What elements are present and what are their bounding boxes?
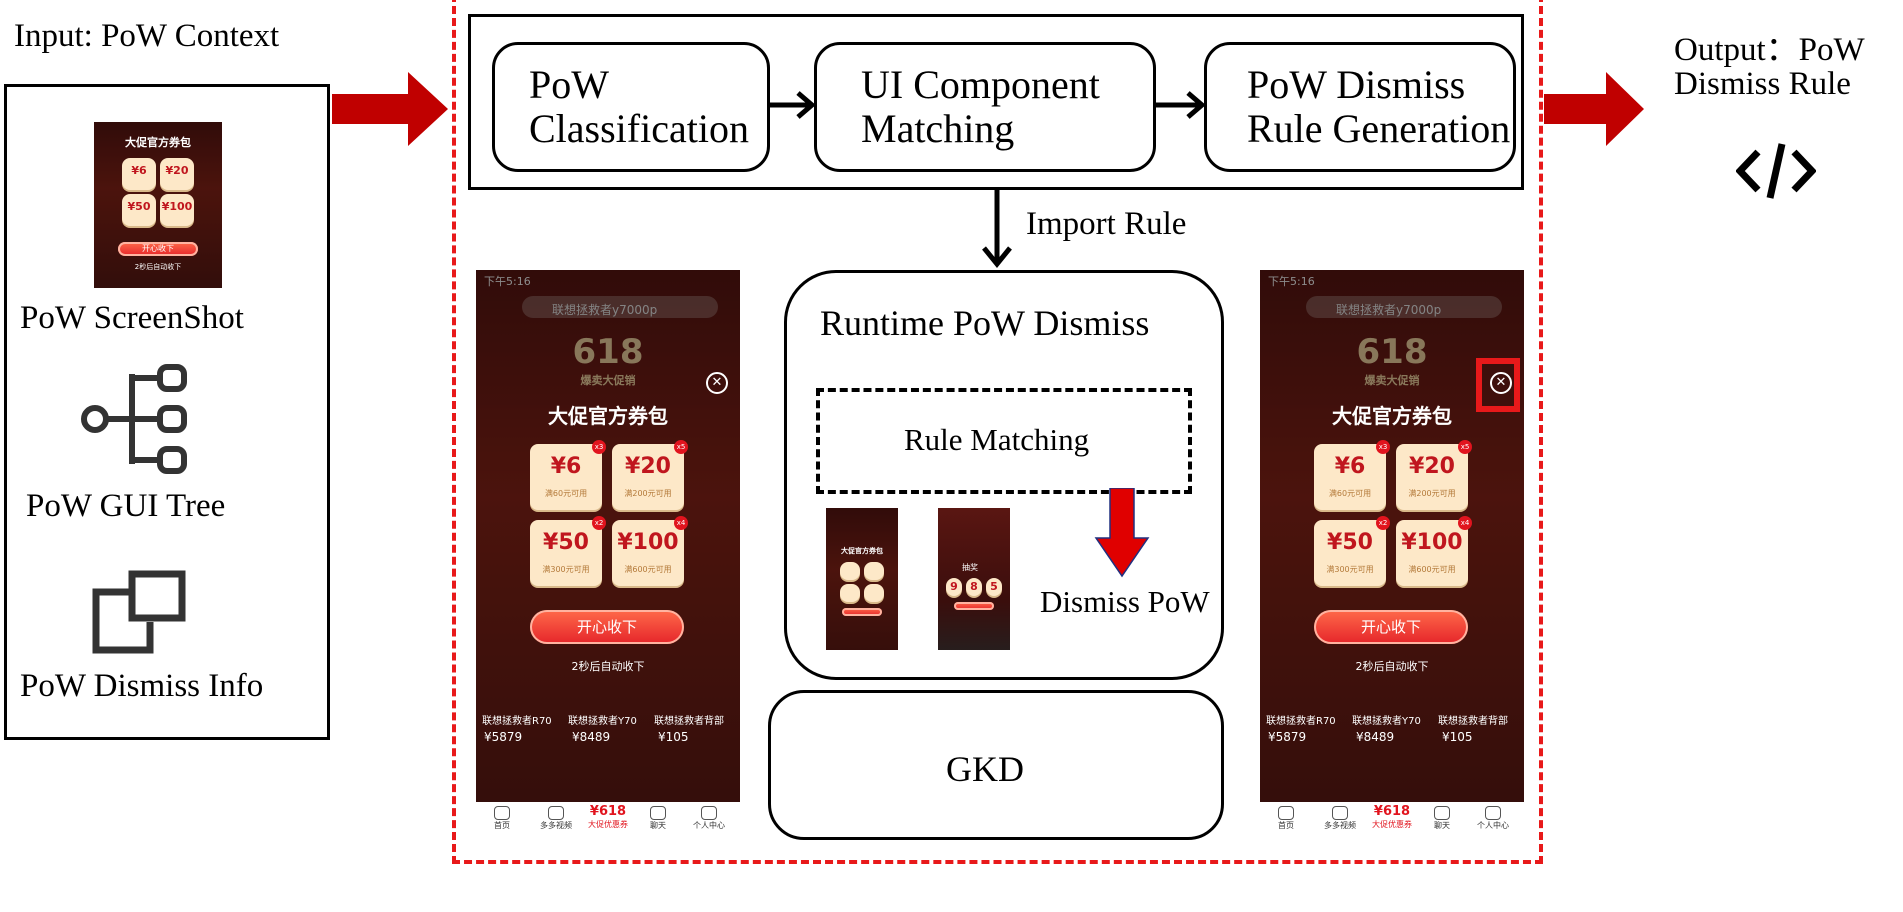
- gkd-box: [768, 690, 1224, 840]
- dismiss-info-label: PoW Dismiss Info: [20, 668, 264, 704]
- tab-home[interactable]: 首页: [484, 806, 520, 831]
- runtime-box: [784, 270, 1224, 680]
- output-line1: Output：PoW: [1674, 32, 1865, 68]
- status-bar: 下午5:16: [484, 275, 531, 288]
- tab-profile[interactable]: 个人中心: [684, 806, 734, 831]
- popup-title: 大促官方券包: [548, 404, 668, 428]
- thumb2-title: 抽奖: [962, 563, 978, 572]
- phone-before: 下午5:16 联想拯救者y7000p 618 爆卖大促销 ✕ 大促官方券包 ¥6…: [476, 270, 740, 836]
- tab-video[interactable]: 多多视频: [534, 806, 578, 831]
- accept-button[interactable]: 开心收下: [1314, 610, 1468, 644]
- input-title: Input: PoW Context: [14, 18, 280, 54]
- thumb-coupon: ¥50: [122, 194, 156, 226]
- gui-tree-icon: [81, 364, 187, 474]
- close-icon[interactable]: ✕: [1490, 372, 1512, 394]
- thumb-coupon: ¥100: [160, 194, 194, 226]
- import-rule-arrow: [982, 190, 1012, 268]
- thumb-cta: 开心收下: [118, 242, 198, 256]
- coupon-card[interactable]: ¥100 满600元可用 x4: [1396, 516, 1472, 586]
- dismiss-target-highlight: [1476, 358, 1520, 412]
- coupon-card[interactable]: ¥6 满60元可用 x3: [530, 440, 606, 510]
- banner-618: 618: [1356, 332, 1428, 372]
- status-bar: 下午5:16: [1268, 275, 1315, 288]
- thumb-popup-title: 大促官方券包: [125, 136, 191, 149]
- screenshot-label: PoW ScreenShot: [20, 300, 244, 336]
- input-arrow: [332, 72, 448, 146]
- tab-video[interactable]: 多多视频: [1318, 806, 1362, 831]
- thumb-coupon: ¥20: [160, 158, 194, 190]
- product-label: 联想拯救者背部: [1438, 716, 1508, 727]
- coupon-card[interactable]: ¥50 满300元可用 x2: [1314, 516, 1390, 586]
- runtime-thumb-dismissed: 抽奖 9 8 5: [938, 508, 1010, 664]
- accept-button[interactable]: 开心收下: [530, 610, 684, 644]
- dismiss-pow-label: Dismiss PoW: [1040, 584, 1210, 619]
- auto-accept-hint: 2秒后自动收下: [571, 660, 645, 673]
- search-bar: 联想拯救者y7000p: [522, 296, 718, 318]
- tab-chat[interactable]: 聊天: [638, 806, 678, 831]
- gui-tree-label: PoW GUI Tree: [26, 488, 226, 524]
- pipeline-arrow-1: [770, 91, 816, 119]
- input-panel: [4, 84, 330, 740]
- banner-sub: 爆卖大促销: [1364, 374, 1420, 387]
- product-label: 联想拯救者R70: [1266, 716, 1336, 727]
- code-icon: [1736, 143, 1816, 199]
- coupon-card[interactable]: ¥6 满60元可用 x3: [1314, 440, 1390, 510]
- import-rule-label: Import Rule: [1026, 206, 1187, 242]
- auto-accept-hint: 2秒后自动收下: [1355, 660, 1429, 673]
- popup-overlay: [1260, 270, 1524, 836]
- product-price: ¥8489: [1356, 730, 1395, 744]
- product-price: ¥8489: [572, 730, 611, 744]
- coupon-card[interactable]: ¥100 满600元可用 x4: [612, 516, 688, 586]
- pipeline-arrow-2: [1156, 91, 1206, 119]
- tab-chat[interactable]: 聊天: [1422, 806, 1462, 831]
- pow-screenshot-thumbnail: 大促官方券包 ¥6 ¥20 ¥50 ¥100 开心收下 2秒后自动收下: [94, 122, 222, 288]
- banner-sub: 爆卖大促销: [580, 374, 636, 387]
- product-price: ¥5879: [484, 730, 523, 744]
- dismiss-info-icon: [92, 570, 186, 654]
- popup-title: 大促官方券包: [1332, 404, 1452, 428]
- runtime-title: Runtime PoW Dismiss: [820, 303, 1150, 343]
- product-price: ¥5879: [1268, 730, 1307, 744]
- pipeline-box: [468, 14, 1524, 190]
- output-line2: Dismiss Rule: [1674, 66, 1851, 102]
- thumb-hint: 2秒后自动收下: [134, 263, 182, 271]
- product-label: 联想拯救者Y70: [568, 716, 637, 727]
- coupon-card[interactable]: ¥50 满300元可用 x2: [530, 516, 606, 586]
- rule-matching-label: Rule Matching: [904, 422, 1090, 457]
- search-bar: 联想拯救者y7000p: [1306, 296, 1502, 318]
- product-price: ¥105: [658, 730, 689, 744]
- tab-home[interactable]: 首页: [1268, 806, 1304, 831]
- coupon-card[interactable]: ¥20 满200元可用 x5: [612, 440, 688, 510]
- banner-618: 618: [572, 332, 644, 372]
- popup-overlay: [476, 270, 740, 836]
- product-label: 联想拯救者R70: [482, 716, 552, 727]
- product-price: ¥105: [1442, 730, 1473, 744]
- product-label: 联想拯救者Y70: [1352, 716, 1421, 727]
- tab-profile[interactable]: 个人中心: [1468, 806, 1518, 831]
- close-icon[interactable]: ✕: [706, 372, 728, 394]
- rule-matching-box: [816, 388, 1192, 494]
- thumb-coupon: ¥6: [122, 158, 156, 190]
- coupon-card[interactable]: ¥20 满200元可用 x5: [1396, 440, 1472, 510]
- phone-after: 下午5:16 联想拯救者y7000p 618 爆卖大促销 ✕ 大促官方券包 ¥6…: [1260, 270, 1524, 836]
- framework-panel: [452, 0, 1543, 864]
- runtime-thumb-popup: 大促官方券包: [826, 508, 898, 664]
- output-arrow: [1544, 72, 1644, 146]
- gkd-label: GKD: [946, 749, 1024, 789]
- product-label: 联想拯救者背部: [654, 716, 724, 727]
- dismiss-arrow: [1094, 488, 1150, 578]
